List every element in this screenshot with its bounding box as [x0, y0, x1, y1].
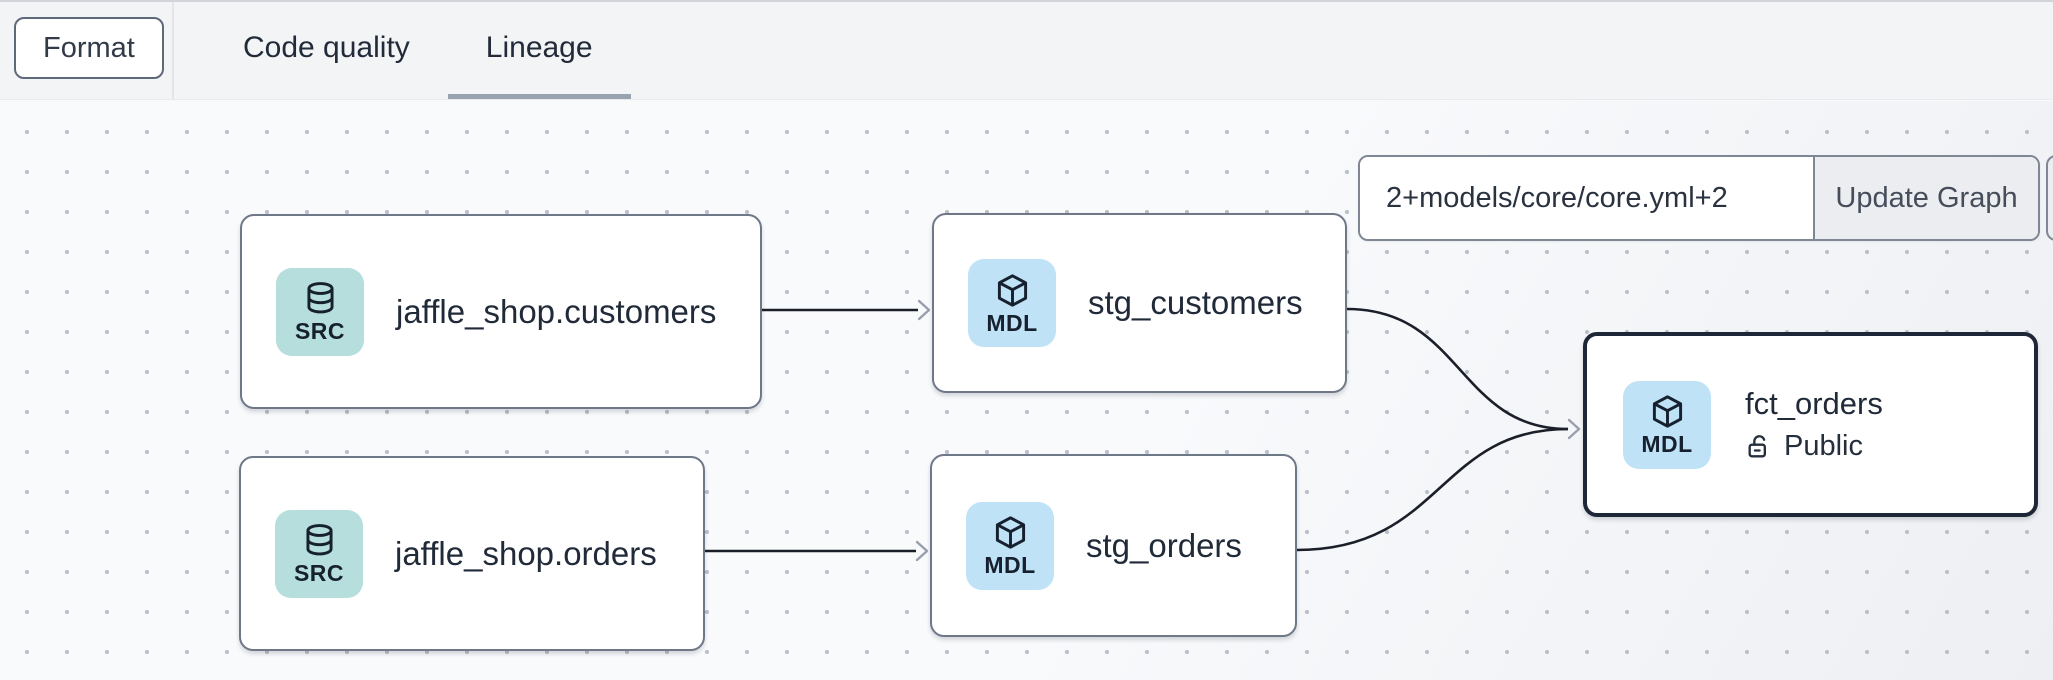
node-label: stg_customers: [1088, 284, 1303, 321]
access-label: Public: [1784, 430, 1863, 462]
database-icon: [306, 282, 334, 314]
node-fct-orders[interactable]: MDL fct_orders Public: [1583, 332, 2038, 517]
badge-label: SRC: [293, 560, 345, 586]
node-text: fct_orders Public: [1745, 386, 1883, 463]
update-graph-button[interactable]: Update Graph: [1813, 157, 2038, 239]
node-jaffle-shop-orders[interactable]: SRC jaffle_shop.orders: [239, 456, 705, 651]
cube-icon: [1652, 395, 1682, 428]
tab-lineage[interactable]: Lineage: [447, 2, 631, 99]
clipped-edge-button[interactable]: [2046, 155, 2053, 241]
badge-label: MDL: [984, 552, 1036, 578]
cube-icon: [997, 273, 1027, 307]
lock-open-icon: [1748, 434, 1766, 457]
node-label: fct_orders: [1745, 386, 1883, 421]
source-badge: SRC: [276, 267, 364, 356]
toolbar-divider: [172, 2, 174, 99]
badge-label: MDL: [1641, 431, 1693, 457]
graph-filter-group: Update Graph: [1358, 155, 2040, 241]
badge-label: MDL: [986, 309, 1038, 336]
node-stg-customers[interactable]: MDL stg_customers: [932, 213, 1347, 393]
model-badge: MDL: [1623, 380, 1711, 469]
database-icon: [305, 524, 333, 556]
node-label: stg_orders: [1086, 526, 1242, 564]
cube-icon: [995, 516, 1025, 549]
selector-input[interactable]: [1360, 157, 1813, 239]
model-badge: MDL: [966, 501, 1054, 590]
source-badge: SRC: [275, 509, 363, 598]
tab-bar: Code quality Lineage: [205, 2, 631, 99]
node-access: Public: [1745, 430, 1883, 463]
top-toolbar: Format Code quality Lineage: [0, 0, 2053, 100]
node-label: jaffle_shop.customers: [396, 292, 717, 330]
tab-code-quality[interactable]: Code quality: [243, 31, 410, 64]
model-badge: MDL: [968, 259, 1056, 347]
node-jaffle-shop-customers[interactable]: SRC jaffle_shop.customers: [240, 214, 762, 409]
format-button[interactable]: Format: [14, 17, 164, 79]
badge-label: SRC: [294, 318, 346, 344]
node-label: jaffle_shop.orders: [395, 534, 657, 572]
node-stg-orders[interactable]: MDL stg_orders: [930, 454, 1297, 637]
